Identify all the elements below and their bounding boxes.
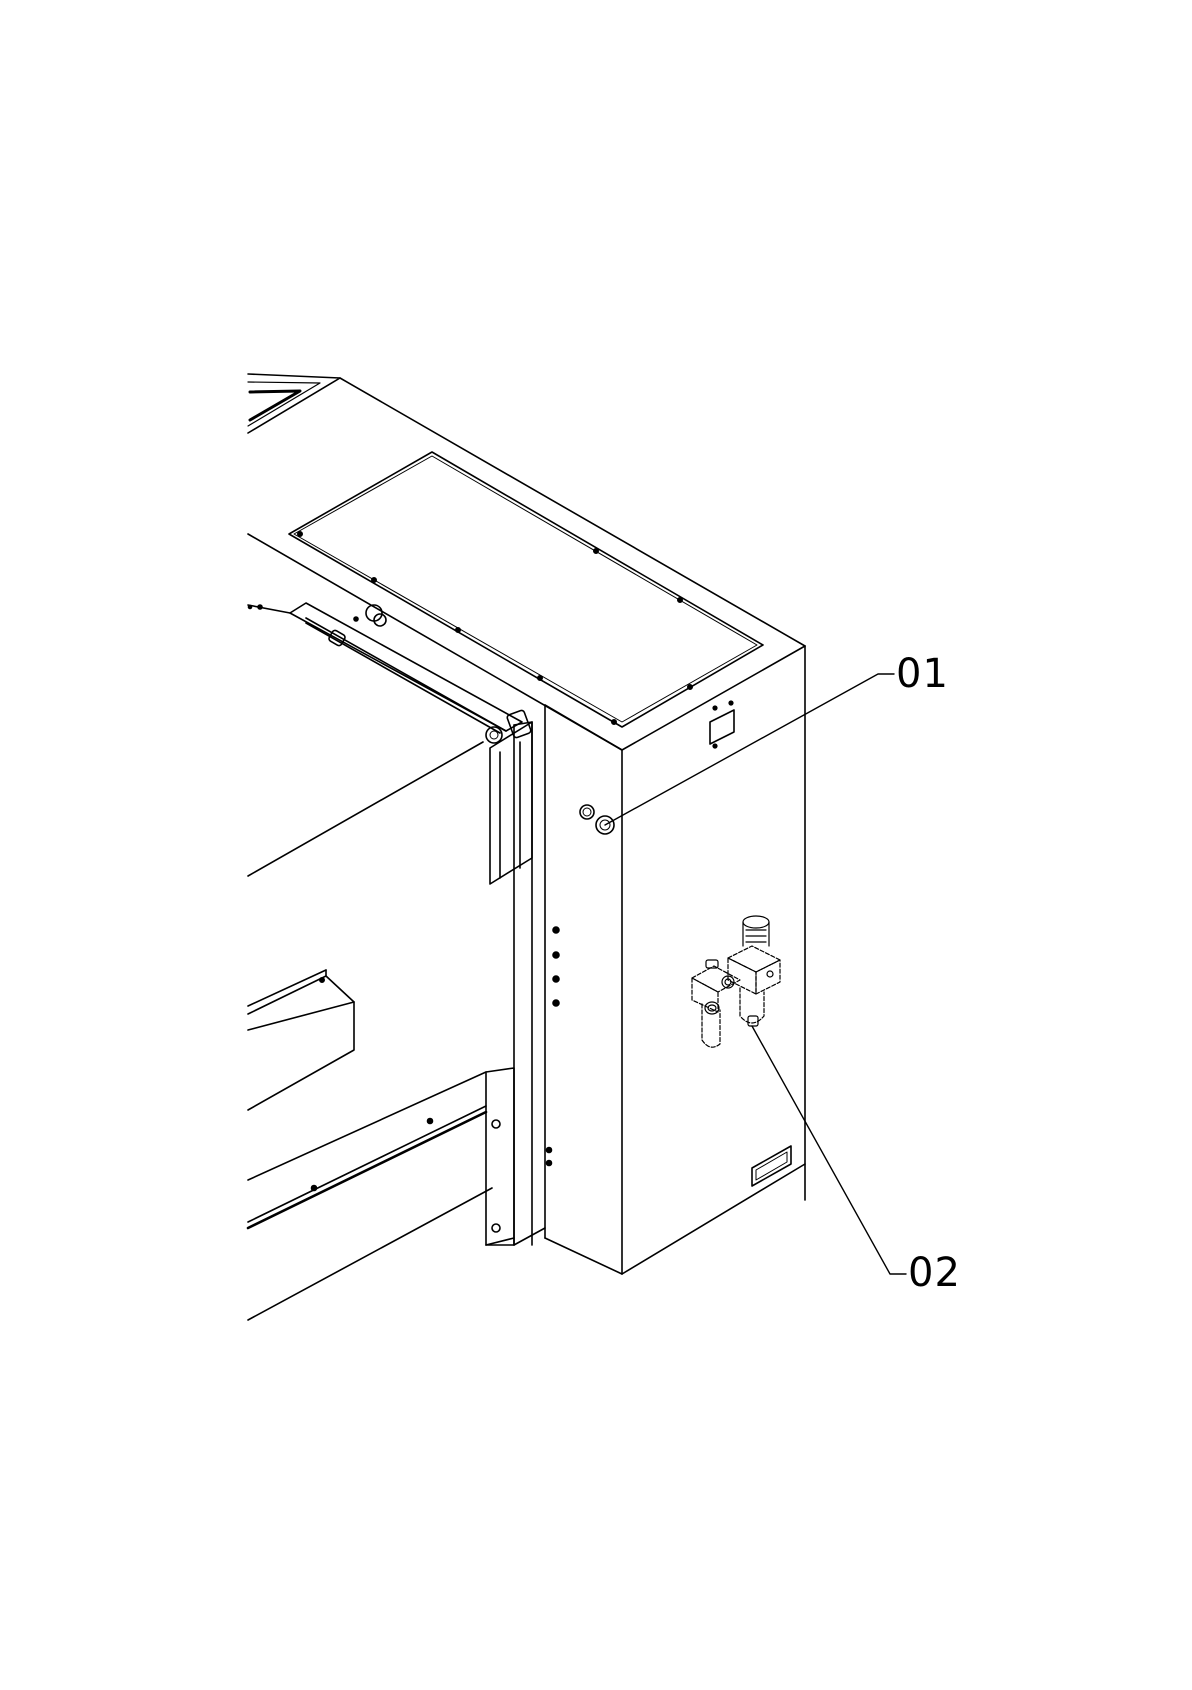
- callout-label-01: 01: [896, 654, 949, 694]
- cabinet-front-column: [514, 705, 622, 1274]
- callout-label-02: 02: [908, 1253, 961, 1293]
- machine-body-edges: [248, 742, 483, 1110]
- top-access-panel: [289, 452, 763, 727]
- nut-fittings: [580, 805, 614, 834]
- cabinet-label-plate: [710, 701, 734, 748]
- filter-bowl-left: [692, 960, 740, 1047]
- regulator-right: [728, 916, 780, 1026]
- top-window-frame: [248, 374, 340, 433]
- cabinet-bottom-plate: [752, 1146, 791, 1186]
- leader-line-01: [605, 674, 894, 825]
- vertical-bracket: [486, 710, 532, 1245]
- lower-bed-rail: [248, 1068, 514, 1320]
- leader-line-02: [752, 1026, 906, 1274]
- air-filter-regulator: [692, 916, 780, 1047]
